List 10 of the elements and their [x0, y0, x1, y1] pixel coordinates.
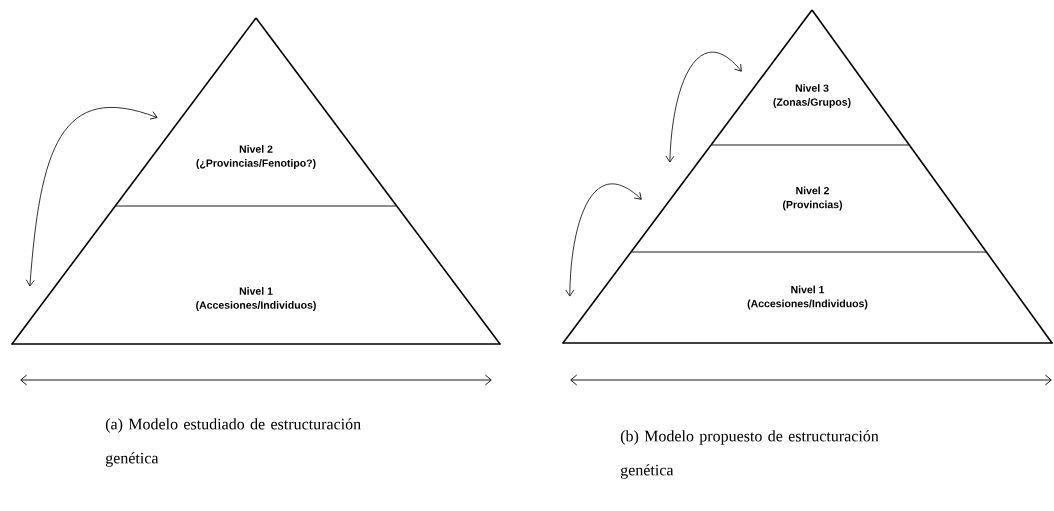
curved-arrow [25, 107, 158, 287]
caption: (b) Modelo propuesto de estructuración genética [620, 430, 879, 479]
curved-arrow [665, 51, 742, 163]
curved-arrow [565, 183, 642, 297]
pyramid-level: Nivel 1 (Accesiones/Individuos) [561, 251, 1054, 344]
pyramid-level: Nivel 1 (Accesiones/Individuos) [10, 205, 502, 345]
pyramid-level: Nivel 2 (Provincias) [630, 144, 988, 253]
caption: (a) Modelo estudiado de estructuración genética [105, 418, 361, 467]
pyramid-level: Nivel 2 (¿Provincias/Fenotipo?) [114, 17, 398, 207]
pyramid-level: Nivel 3 (Zonas/Grupos) [710, 9, 911, 146]
